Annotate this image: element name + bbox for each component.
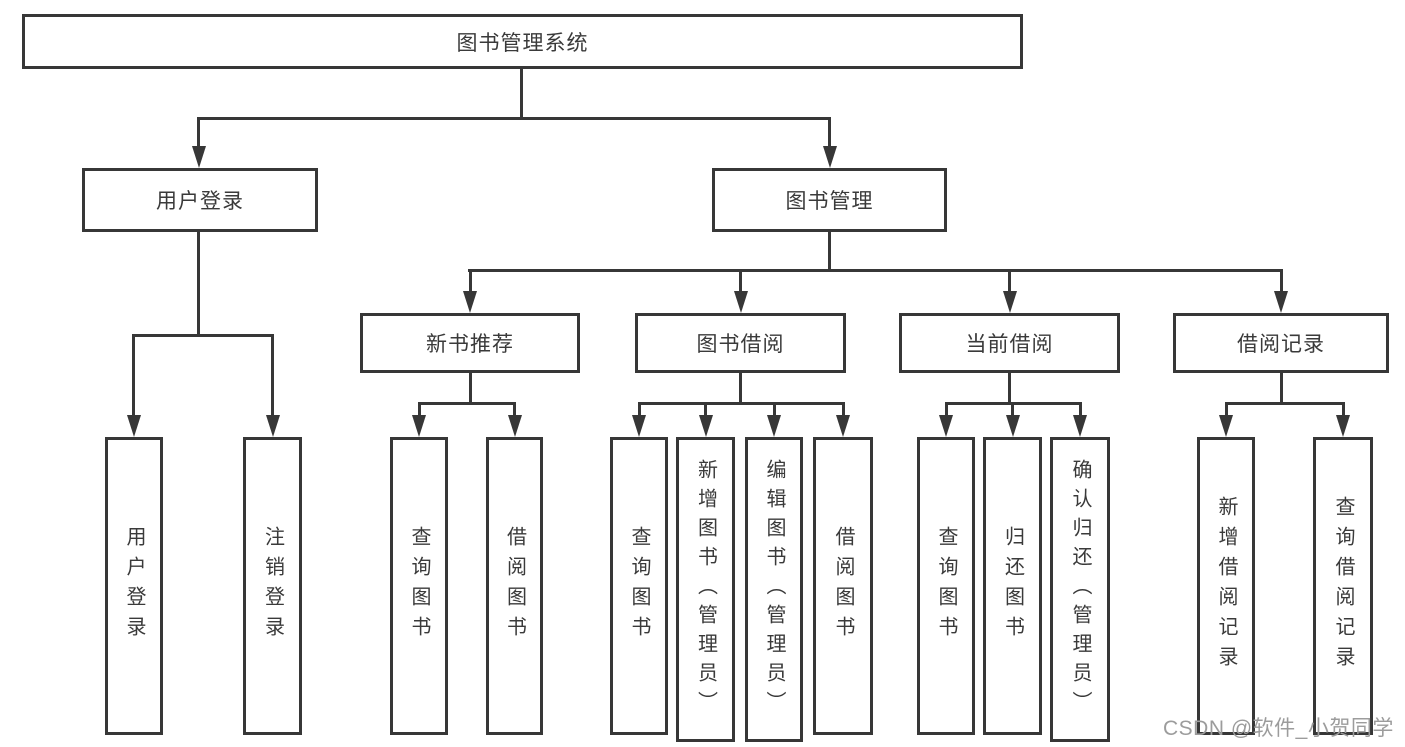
node-user-login-leaf: 用户登录 xyxy=(105,437,163,735)
node-borrow-records-label: 借阅记录 xyxy=(1237,333,1325,356)
edge-root-stem xyxy=(520,69,523,119)
node-cb-query-books-label: 查询图书 xyxy=(935,526,957,646)
node-nb-borrow-books-label: 借阅图书 xyxy=(503,526,526,646)
edge-to-nb-borrow-books xyxy=(513,402,516,417)
arrow-down-icon xyxy=(1005,415,1020,437)
arrow-down-icon xyxy=(836,415,850,437)
edge-book-borrow-rail xyxy=(637,402,845,405)
edge-current-borrow-stem xyxy=(1008,373,1011,404)
node-current-borrow-label: 当前借阅 xyxy=(965,333,1054,356)
edge-root-rail xyxy=(197,117,831,120)
arrow-down-icon xyxy=(767,415,781,437)
edge-to-current-borrow xyxy=(1008,269,1011,293)
arrow-down-icon xyxy=(191,146,206,168)
arrow-down-icon xyxy=(939,415,953,437)
edge-book-management-rail xyxy=(468,269,1283,272)
arrow-down-icon xyxy=(698,415,713,437)
arrow-down-icon xyxy=(463,291,477,313)
edge-user-login-stem xyxy=(197,232,200,336)
edge-to-br-add-record xyxy=(1224,402,1228,417)
node-root: 图书管理系统 xyxy=(22,14,1023,69)
arrow-down-icon xyxy=(412,415,426,437)
node-bb-borrow-books-label: 借阅图书 xyxy=(832,526,854,646)
node-cb-query-books: 查询图书 xyxy=(917,437,975,735)
node-cb-confirm-return-admin-label: 确认归还（管理员） xyxy=(1069,459,1091,720)
node-cb-return-books-label: 归还图书 xyxy=(1001,526,1024,646)
node-br-query-record-label: 查询借阅记录 xyxy=(1332,496,1354,676)
arrow-down-icon xyxy=(1002,291,1017,313)
node-nb-query-books: 查询图书 xyxy=(390,437,448,735)
edge-to-bb-query-books xyxy=(637,402,641,417)
node-book-borrow: 图书借阅 xyxy=(635,313,846,373)
node-logout-leaf-label: 注销登录 xyxy=(261,526,284,646)
csdn-watermark: CSDN @软件_小贺同学 xyxy=(1163,717,1394,740)
node-nb-query-books-label: 查询图书 xyxy=(408,526,430,646)
node-current-borrow: 当前借阅 xyxy=(899,313,1120,373)
arrow-down-icon xyxy=(733,291,748,313)
edge-borrow-records-rail xyxy=(1224,402,1345,405)
edge-to-nb-query-books xyxy=(417,402,421,417)
node-bb-add-books-admin-label: 新增图书（管理员） xyxy=(694,459,717,720)
node-book-management: 图书管理 xyxy=(712,168,947,232)
node-borrow-records: 借阅记录 xyxy=(1173,313,1389,373)
node-bb-edit-books-admin: 编辑图书（管理员） xyxy=(745,437,803,742)
edge-to-cb-return-books xyxy=(1011,402,1014,417)
edge-new-book-recommend-rail xyxy=(417,402,515,405)
node-br-add-record: 新增借阅记录 xyxy=(1197,437,1255,735)
edge-to-borrow-records xyxy=(1279,269,1283,293)
arrow-down-icon xyxy=(1336,415,1350,437)
node-cb-confirm-return-admin: 确认归还（管理员） xyxy=(1050,437,1110,742)
edge-to-book-borrow xyxy=(739,269,742,293)
edge-to-user-login-leaf xyxy=(132,334,135,416)
node-bb-edit-books-admin-label: 编辑图书（管理员） xyxy=(763,459,785,720)
node-user-login-leaf-label: 用户登录 xyxy=(123,526,145,646)
arrow-down-icon xyxy=(507,415,522,437)
node-user-login-label: 用户登录 xyxy=(156,190,244,213)
node-logout-leaf: 注销登录 xyxy=(243,437,302,735)
edge-to-br-query-record xyxy=(1341,402,1345,417)
arrow-down-icon xyxy=(632,415,646,437)
edge-root-to-book-management xyxy=(828,117,831,147)
node-new-book-recommend: 新书推荐 xyxy=(360,313,580,373)
arrow-down-icon xyxy=(1274,291,1288,313)
node-user-login: 用户登录 xyxy=(82,168,318,232)
node-br-query-record: 查询借阅记录 xyxy=(1313,437,1373,735)
node-bb-query-books-label: 查询图书 xyxy=(628,526,650,646)
node-bb-borrow-books: 借阅图书 xyxy=(813,437,873,735)
node-bb-query-books: 查询图书 xyxy=(610,437,668,735)
node-cb-return-books: 归还图书 xyxy=(983,437,1042,735)
node-book-borrow-label: 图书借阅 xyxy=(696,333,785,356)
edge-to-bb-add-books xyxy=(704,402,707,417)
edge-book-management-stem xyxy=(828,232,831,272)
node-nb-borrow-books: 借阅图书 xyxy=(486,437,543,735)
edge-to-cb-query-books xyxy=(944,402,948,417)
edge-borrow-records-stem xyxy=(1279,373,1283,404)
node-br-add-record-label: 新增借阅记录 xyxy=(1215,496,1237,676)
arrow-down-icon xyxy=(1073,415,1087,437)
arrow-down-icon xyxy=(265,415,280,437)
edge-user-login-rail xyxy=(132,334,274,337)
edge-to-bb-borrow-books xyxy=(841,402,845,417)
edge-root-to-user-login xyxy=(197,117,200,147)
edge-book-borrow-stem xyxy=(739,373,742,404)
arrow-down-icon xyxy=(1219,415,1233,437)
arrow-down-icon xyxy=(126,415,141,437)
edge-to-new-book-recommend xyxy=(468,269,472,293)
node-root-label: 图书管理系统 xyxy=(456,31,589,55)
edge-new-book-recommend-stem xyxy=(468,373,472,404)
arrow-down-icon xyxy=(822,146,837,168)
node-book-management-label: 图书管理 xyxy=(785,190,874,213)
edge-to-bb-edit-books xyxy=(772,402,776,417)
node-bb-add-books-admin: 新增图书（管理员） xyxy=(676,437,735,742)
node-new-book-recommend-label: 新书推荐 xyxy=(426,333,514,356)
edge-to-cb-confirm-return xyxy=(1078,402,1082,417)
edge-to-logout-leaf xyxy=(271,334,274,416)
